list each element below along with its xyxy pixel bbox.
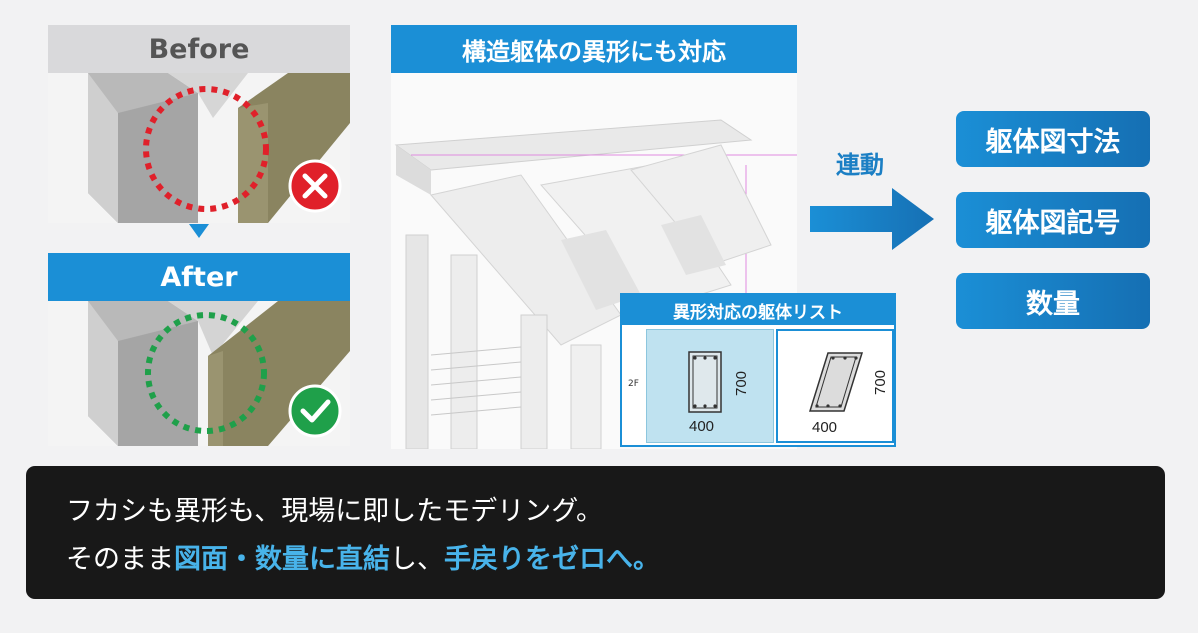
after-illustration [48, 301, 350, 446]
before-image [48, 73, 350, 223]
caption-line-1: フカシも異形も、現場に即したモデリング。 [66, 496, 604, 527]
before-illustration [48, 73, 350, 223]
inset-title: 異形対応の躯体リスト [622, 295, 894, 325]
before-label: Before [48, 25, 350, 73]
caption-mid: し、 [390, 544, 444, 575]
section-rect-cell[interactable]: 700 400 [646, 329, 774, 443]
rect-section-icon [688, 351, 722, 413]
right-arrow-icon [810, 188, 934, 250]
link-label: 連動 [836, 151, 884, 179]
section-b-height: 700 [872, 369, 889, 395]
caption-highlight-1: 図面・数量に直結 [174, 544, 390, 575]
after-panel: After [48, 253, 350, 446]
skew-section-icon [808, 352, 864, 412]
section-b-width: 400 [812, 419, 838, 436]
section-skew-cell[interactable]: 700 400 [776, 329, 894, 443]
section-a-height: 700 [733, 370, 750, 396]
center-title: 構造躯体の異形にも対応 [391, 25, 797, 73]
output-tag-symbols: 躯体図記号 [956, 192, 1150, 248]
caption-line-2: そのまま図面・数量に直結し、手戻りをゼロへ。 [66, 536, 1165, 584]
after-label: After [48, 253, 350, 301]
output-tag-dimensions: 躯体図寸法 [956, 111, 1150, 167]
before-panel: Before [48, 25, 350, 223]
after-image [48, 301, 350, 446]
caption-box: フカシも異形も、現場に即したモデリング。 そのまま図面・数量に直結し、手戻りをゼ… [26, 466, 1165, 599]
irregular-member-list: 異形対応の躯体リスト 2F 700 400 700 400 [620, 293, 896, 447]
down-arrow-icon [189, 224, 209, 238]
caption-highlight-2: 手戻りをゼロへ。 [444, 544, 660, 575]
floor-label: 2F [628, 379, 639, 389]
check-icon [288, 384, 342, 438]
caption-pre: そのまま [66, 544, 174, 575]
section-a-width: 400 [689, 418, 715, 435]
output-tag-quantity: 数量 [956, 273, 1150, 329]
